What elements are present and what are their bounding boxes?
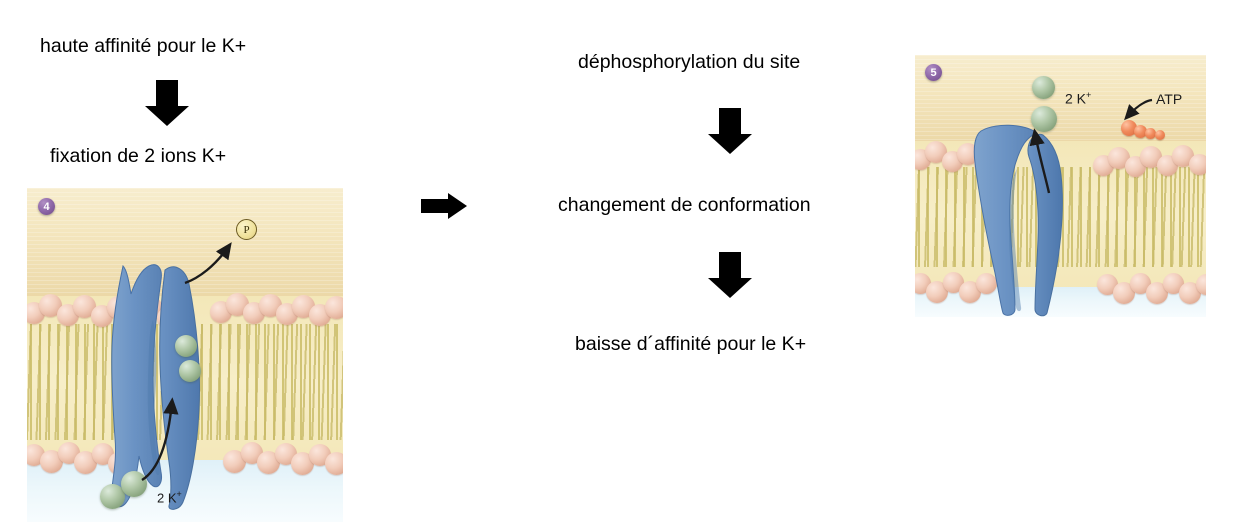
panel-4-ion-charge: + (176, 489, 182, 499)
atp-label: ATP (1156, 91, 1183, 107)
panel-5-ion-charge: + (1086, 90, 1092, 100)
curved-arrow-ion-entry-icon (141, 397, 179, 482)
membrane-protein-4 (87, 260, 229, 512)
arrow-right-icon-connector (421, 193, 467, 219)
potassium-ion-bound-2 (179, 360, 201, 382)
panel-step-5: 2 K+ ATP 5 (915, 55, 1206, 317)
panel-5-ion-label: 2 K+ (1065, 90, 1091, 107)
middle-step-text-1: déphosphorylation du site (578, 51, 801, 73)
curved-arrow-to-atp-icon (1124, 98, 1153, 121)
panel-4-ion-label: 2 K+ (157, 489, 182, 505)
panel-5-ion-label-text: 2 K (1065, 90, 1087, 107)
potassium-ion-bound-1 (175, 335, 197, 357)
potassium-ion-free-1 (100, 484, 125, 509)
arrow-up-icon-panel-5 (1029, 128, 1051, 194)
atp-bead-3 (1145, 128, 1156, 139)
panel-4-ion-label-text: 2 K (157, 490, 177, 506)
atp-bead-2 (1134, 125, 1147, 138)
arrow-down-icon-left (145, 80, 189, 126)
potassium-ion-released-2 (1031, 106, 1057, 132)
panel-step-4: P 2 K+ 4 (27, 188, 343, 522)
potassium-ion-free-2 (121, 471, 147, 497)
atp-bead-4 (1155, 130, 1165, 140)
extracellular-space-4 (27, 188, 343, 312)
middle-step-text-3: baisse d´affinité pour le K+ (575, 333, 807, 355)
panel-5-badge: 5 (925, 64, 942, 81)
left-step-text-top: haute affinité pour le K+ (40, 35, 247, 57)
atp-bead-1 (1121, 120, 1137, 136)
middle-step-text-2: changement de conformation (558, 194, 811, 216)
phosphate-p-icon: P (236, 219, 257, 240)
membrane-protein-5 (965, 117, 1100, 317)
arrow-down-icon-middle-2 (708, 252, 752, 298)
panel-4-badge: 4 (38, 198, 55, 215)
phospholipid-heads-lower-5 (915, 265, 1206, 305)
curved-arrow-to-phosphate-icon (184, 242, 232, 285)
left-step-text-bottom: fixation de 2 ions K+ (50, 145, 227, 167)
arrow-down-icon-middle-1 (708, 108, 752, 154)
potassium-ion-released-1 (1032, 76, 1055, 99)
